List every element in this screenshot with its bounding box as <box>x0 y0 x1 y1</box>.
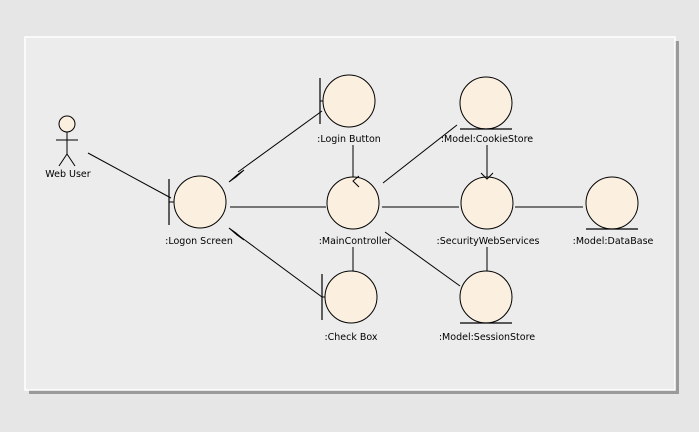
check-box-boundary <box>321 270 378 324</box>
control-arrow-icon <box>352 175 360 188</box>
link-main-cookie <box>382 124 458 184</box>
link-actor-logon <box>87 152 172 199</box>
logon-screen-boundary <box>168 175 227 229</box>
link-logon-loginbutton <box>237 110 323 173</box>
aggregation-diamond-icon <box>228 227 245 241</box>
database-label: :Model:DataBase <box>573 236 654 247</box>
web-user-actor <box>56 115 78 167</box>
login-button-boundary <box>319 74 376 128</box>
check-box-label: :Check Box <box>324 332 377 343</box>
control-arrow-icon <box>480 172 494 180</box>
web-user-label: Web User <box>45 169 90 180</box>
cookie-store-entity <box>459 76 513 130</box>
database-entity <box>585 176 639 230</box>
link-logon-checkbox <box>237 234 323 298</box>
main-controller-label: :MainController <box>319 236 392 247</box>
session-store-entity <box>459 270 513 324</box>
cookie-store-label: :Model:CookieStore <box>441 134 533 145</box>
session-store-label: :Model:SessionStore <box>439 332 535 343</box>
security-web-services-label: :SecurityWebServices <box>437 236 540 247</box>
aggregation-diamond-icon <box>228 169 245 183</box>
login-button-label: :Login Button <box>317 134 381 145</box>
link-main-session <box>384 231 461 287</box>
connectors <box>87 110 583 298</box>
main-controller-control <box>326 175 380 230</box>
actor-head-icon <box>58 115 76 133</box>
security-web-services-control <box>460 172 514 230</box>
logon-screen-label: :Logon Screen <box>165 236 233 247</box>
